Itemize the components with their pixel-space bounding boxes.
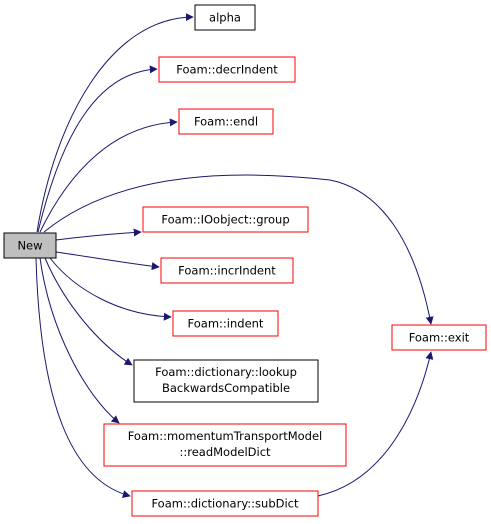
node-endl[interactable]: Foam::endl <box>178 108 274 135</box>
edge-group <box>35 13 434 499</box>
node-label-line-1: Foam::dictionary::lookup <box>155 365 297 379</box>
node-box <box>172 310 279 337</box>
node-label: Foam::IOobject::group <box>161 213 289 227</box>
node-box <box>3 232 57 259</box>
node-box <box>142 206 309 233</box>
edge-new-group <box>55 228 142 241</box>
node-label: Foam::exit <box>409 331 470 345</box>
node-box <box>103 423 347 467</box>
node-box <box>131 490 319 517</box>
node-box <box>391 324 487 351</box>
edge-new-exit <box>43 174 434 325</box>
edge-new-decrIndent <box>37 65 158 233</box>
node-label: Foam::endl <box>194 115 258 129</box>
edge-new-alpha <box>36 13 194 233</box>
edge-new-indent <box>49 257 172 321</box>
node-label: Foam::dictionary::subDict <box>151 497 299 511</box>
node-box <box>158 56 296 83</box>
node-box <box>133 359 319 403</box>
edge-new-subDict <box>35 257 131 499</box>
node-box <box>160 257 294 284</box>
node-alpha[interactable]: alpha <box>194 4 256 31</box>
node-box <box>194 4 256 31</box>
node-label: alpha <box>209 11 241 25</box>
node-box <box>178 108 274 135</box>
node-lookup-backwards-compatible[interactable]: Foam::dictionary::lookup BackwardsCompat… <box>133 359 319 403</box>
node-label: Foam::decrIndent <box>176 63 278 77</box>
node-indent[interactable]: Foam::indent <box>172 310 279 337</box>
node-subdict[interactable]: Foam::dictionary::subDict <box>131 490 319 517</box>
edge-new-readModelDict <box>39 257 120 424</box>
node-incrIndent[interactable]: Foam::incrIndent <box>160 257 294 284</box>
node-label-line-2: ::readModelDict <box>179 445 271 459</box>
node-label: Foam::indent <box>188 317 264 331</box>
node-label: Foam::incrIndent <box>178 264 276 278</box>
node-group[interactable]: Foam::IOobject::group <box>142 206 309 233</box>
node-label-line-2: BackwardsCompatible <box>162 381 290 395</box>
node-new[interactable]: New <box>3 232 57 259</box>
edge-new-endl <box>39 118 178 233</box>
edge-subDict-exit <box>317 351 434 497</box>
node-label-line-1: Foam::momentumTransportModel <box>128 429 323 443</box>
edge-new-lookup <box>44 257 133 366</box>
node-exit[interactable]: Foam::exit <box>391 324 487 351</box>
edge-new-incrIndent <box>55 251 160 271</box>
node-read-model-dict[interactable]: Foam::momentumTransportModel ::readModel… <box>103 423 347 467</box>
node-label: New <box>17 239 42 253</box>
node-decrIndent[interactable]: Foam::decrIndent <box>158 56 296 83</box>
